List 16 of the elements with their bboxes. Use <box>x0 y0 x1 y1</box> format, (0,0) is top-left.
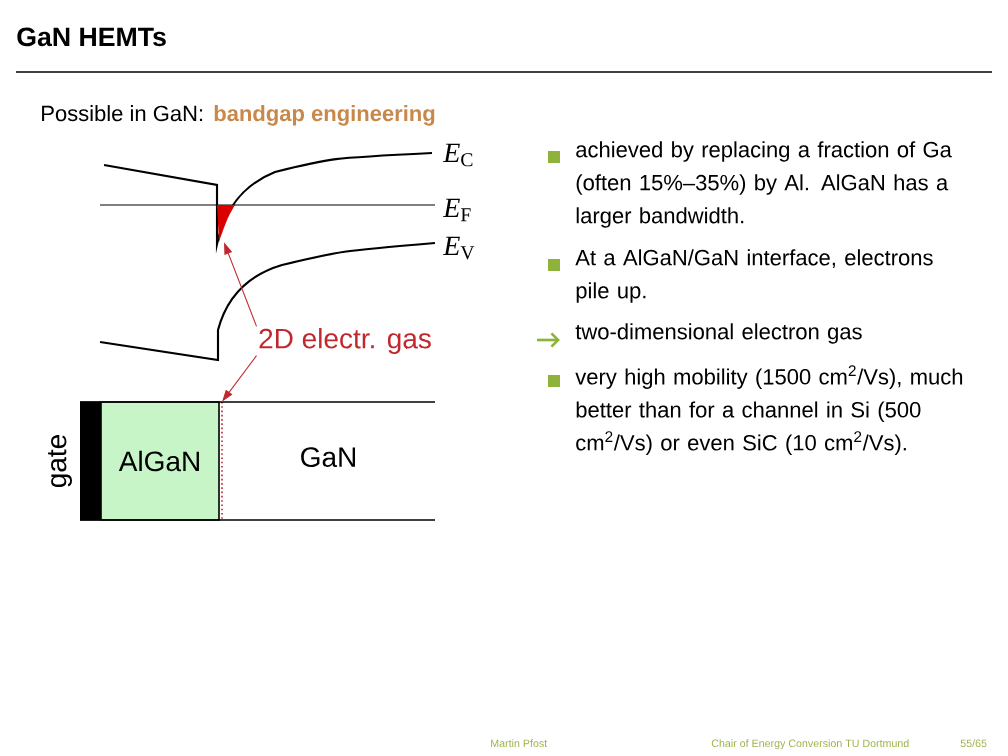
bullet-text: At a AlGaN/GaN interface, electrons pile up. <box>575 249 933 303</box>
slide-title: GaN HEMTs <box>17 27 166 47</box>
electron-gas-triangle <box>217 205 235 242</box>
band-label: E$_{C}$ <box>442 143 473 167</box>
band-label: E$_{F}$ <box>442 198 471 222</box>
highlight-text: bandgap engineering <box>214 105 435 126</box>
gate-label: gate <box>48 435 72 488</box>
callout-text: 2D electr. gas <box>259 327 431 355</box>
subtitle-text: Possible in GaN: <box>42 105 203 122</box>
footer-author: Martin Pfost <box>491 739 548 748</box>
bullet-text: two-dimensional electron gas <box>575 323 862 344</box>
page-number: 55/65 <box>960 739 987 748</box>
bullet-text: achieved by replacing a fraction of Ga (often 15%–35%) by Al. AlGaN has a larger bandwidth. <box>576 141 952 228</box>
footer-text: Chair of Energy Conversion TU Dortmund <box>711 739 909 750</box>
bullet-text: very high mobility (1500 cm$^{2}$/Vs), much better than for a channel in Si (500 cm$^{2}$/Vs) or even SiC (10 cm$^{2}$/Vs). <box>575 365 963 455</box>
band-label: E$_{V}$ <box>442 236 475 260</box>
